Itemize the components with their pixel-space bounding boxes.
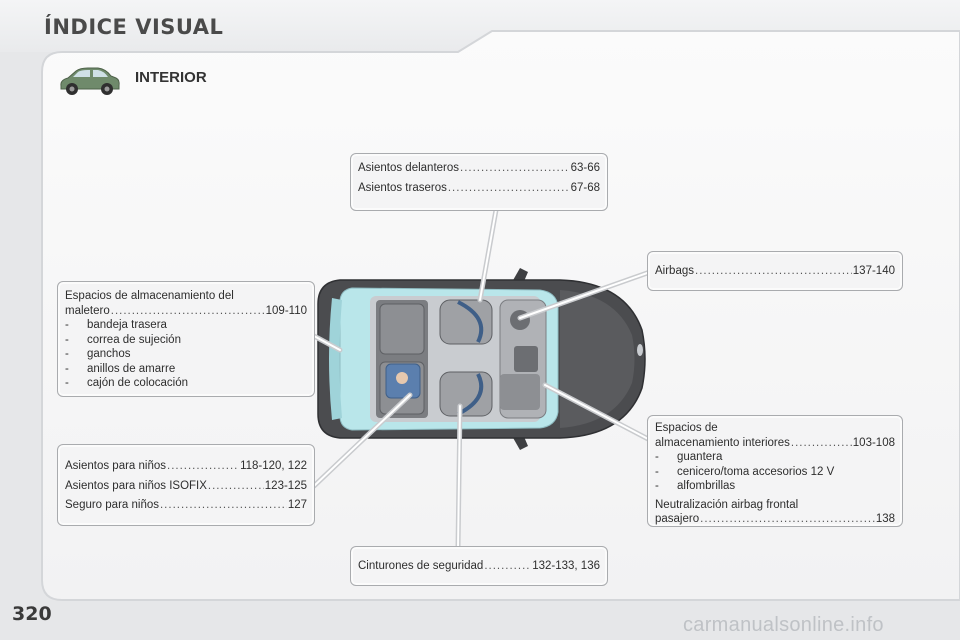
- callout-child-seats: Asientos para niños 118-120, 122 Asiento…: [57, 444, 315, 526]
- callout-interior-storage: Espacios de almacenamiento interiores 10…: [647, 415, 903, 527]
- entry-seat-belts[interactable]: Cinturones de seguridad 132-133, 136: [358, 559, 600, 574]
- entry-boot-storage[interactable]: maletero 109-110: [65, 304, 307, 319]
- watermark: carmanualsonline.info: [683, 614, 884, 636]
- section-title: INTERIOR: [135, 69, 207, 86]
- entry-isofix-child-seats[interactable]: Asientos para niños ISOFIX 123-125: [65, 479, 307, 494]
- list-item: -ganchos: [65, 348, 131, 360]
- entry-airbags[interactable]: Airbags 137-140: [655, 264, 895, 279]
- list-item: -correa de sujeción: [65, 333, 181, 346]
- list-item: -bandeja trasera: [65, 319, 167, 331]
- callout-airbags: Airbags 137-140: [647, 251, 903, 291]
- entry-passenger-airbag[interactable]: pasajero 138: [655, 512, 895, 527]
- entry-interior-storage[interactable]: almacenamiento interiores 103-108: [655, 436, 895, 451]
- list-item: -cenicero/toma accesorios 12 V: [655, 465, 835, 478]
- list-item: -alfombrillas: [655, 480, 736, 492]
- entry-rear-seats[interactable]: Asientos traseros 67-68: [358, 181, 600, 196]
- list-item: -cajón de colocación: [65, 377, 189, 389]
- list-item: -anillos de amarre: [65, 362, 176, 375]
- entry-child-seats[interactable]: Asientos para niños 118-120, 122: [65, 459, 307, 474]
- list-item: -guantera: [655, 451, 723, 463]
- callout-boot-storage: Espacios de almacenamiento del maletero …: [57, 281, 315, 397]
- callout-seat-belts: Cinturones de seguridad 132-133, 136: [350, 546, 608, 586]
- page-number: 320: [12, 603, 52, 625]
- callout-seats: Asientos delanteros 63-66 Asientos trase…: [350, 153, 608, 211]
- car-thumbnail-icon: [60, 67, 120, 95]
- entry-child-lock[interactable]: Seguro para niños 127: [65, 498, 307, 513]
- entry-front-seats[interactable]: Asientos delanteros 63-66: [358, 161, 600, 176]
